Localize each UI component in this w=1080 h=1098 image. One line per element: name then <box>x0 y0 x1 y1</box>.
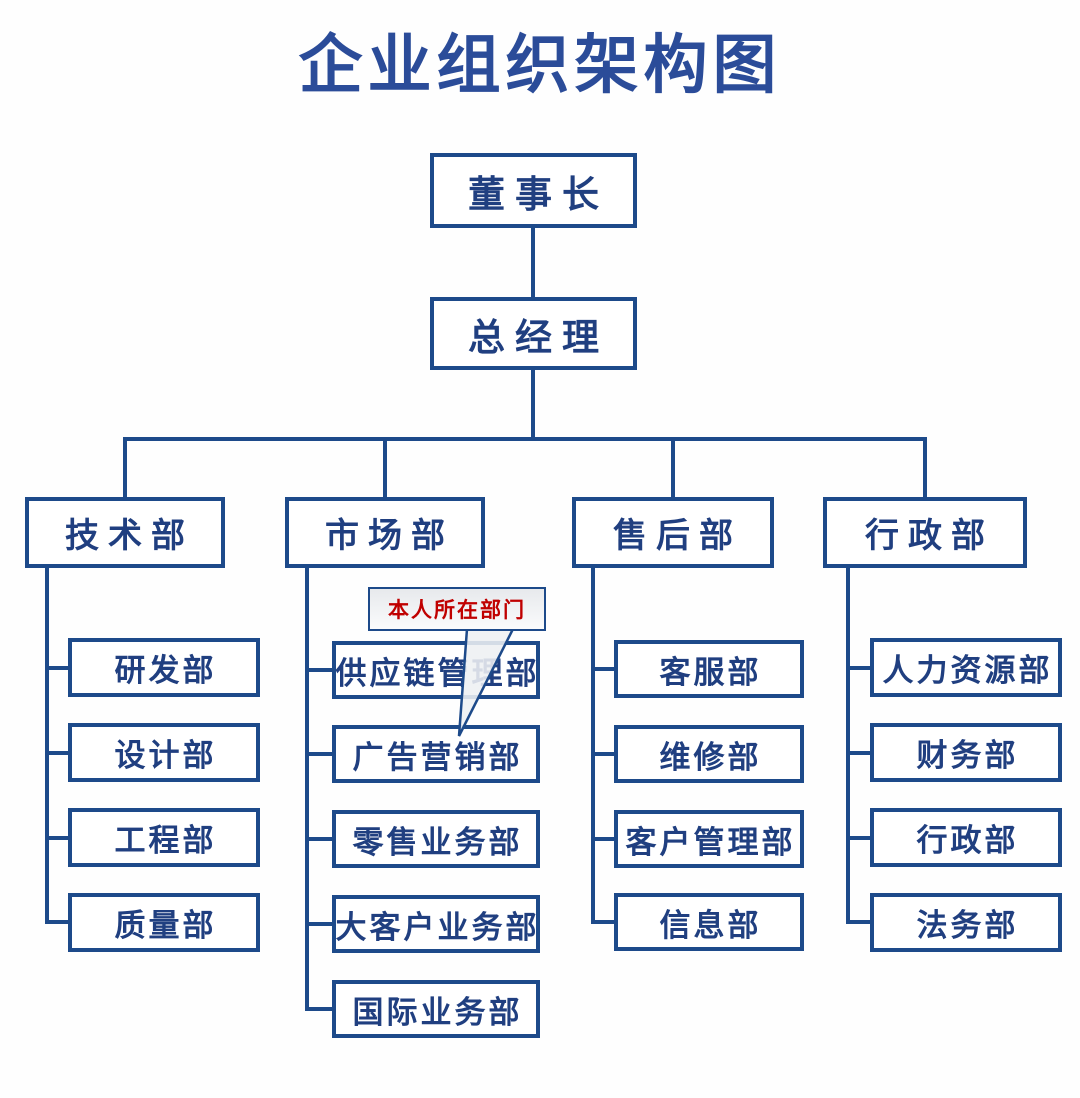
finance-dept-box: 财务部 <box>870 723 1062 782</box>
ad-marketing-dept-box: 广告营销部 <box>332 725 540 783</box>
quality-dept-box: 质量部 <box>68 893 260 952</box>
maintenance-dept-box: 维修部 <box>614 725 804 783</box>
key-account-dept-box: 大客户业务部 <box>332 895 540 953</box>
information-dept-box: 信息部 <box>614 893 804 951</box>
page-title: 企业组织架构图 <box>298 29 782 103</box>
supply-chain-dept-box: 供应链管理部 <box>332 641 540 699</box>
general-manager-box: 总经理 <box>430 297 637 370</box>
hr-dept-box: 人力资源部 <box>870 638 1062 697</box>
retail-business-dept-box: 零售业务部 <box>332 810 540 868</box>
design-dept-box: 设计部 <box>68 723 260 782</box>
chairman-box: 董事长 <box>430 153 637 228</box>
dept-technology-box: 技术部 <box>25 497 225 568</box>
customer-management-dept-box: 客户管理部 <box>614 810 804 868</box>
legal-dept-box: 法务部 <box>870 893 1062 952</box>
rnd-dept-box: 研发部 <box>68 638 260 697</box>
administration-dept-box: 行政部 <box>870 808 1062 867</box>
customer-service-dept-box: 客服部 <box>614 640 804 698</box>
engineering-dept-box: 工程部 <box>68 808 260 867</box>
my-department-callout: 本人所在部门 <box>368 587 546 631</box>
international-business-dept-box: 国际业务部 <box>332 980 540 1038</box>
dept-aftersales-box: 售后部 <box>572 497 774 568</box>
dept-marketing-box: 市场部 <box>285 497 485 568</box>
dept-admin-box: 行政部 <box>823 497 1027 568</box>
